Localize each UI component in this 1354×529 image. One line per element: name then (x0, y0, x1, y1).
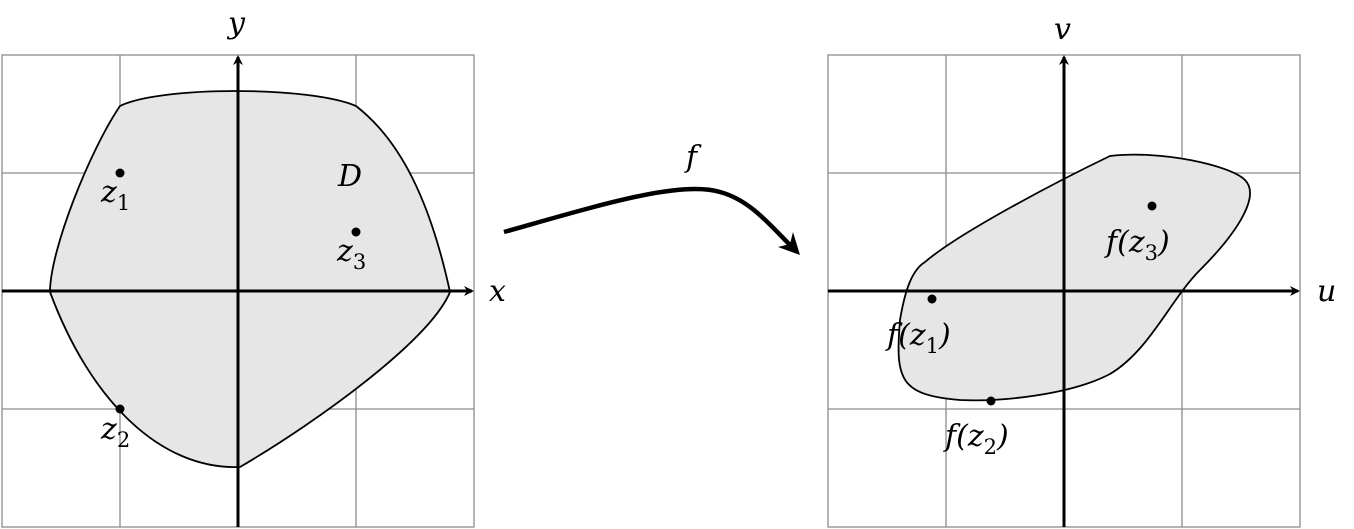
label-z1-base: z (100, 175, 117, 210)
label-f-z1-base: z (909, 318, 926, 353)
region-label: D (337, 159, 362, 194)
right-plane: u v f(z1) f(z2) f(z3) (827, 12, 1336, 528)
mapping-arrowhead-icon (778, 232, 800, 255)
label-z3-base: z (336, 234, 353, 269)
mapping-curve (503, 186, 792, 247)
mapping-arrow: f (503, 140, 800, 255)
point-f-z3 (1147, 201, 1157, 211)
label-z2-sub: 2 (117, 428, 130, 452)
v-axis-label: v (1054, 12, 1071, 47)
label-f-z1-prefix: f( (885, 318, 911, 353)
label-f-z1: f(z1) (885, 318, 951, 358)
label-z1: z1 (100, 175, 130, 215)
label-f-z2: f(z2) (943, 419, 1009, 459)
mapping-label: f (684, 140, 702, 175)
point-f-z2 (986, 396, 996, 406)
point-z3 (351, 227, 361, 237)
image-region (897, 153, 1251, 402)
label-f-z1-sub: 1 (926, 334, 939, 358)
y-axis-label: y (226, 6, 246, 41)
label-f-z2-base: z (967, 419, 984, 454)
label-z2: z2 (100, 412, 130, 452)
label-f-z2-prefix: f( (943, 419, 969, 454)
region-d (49, 90, 451, 468)
label-z2-base: z (100, 412, 117, 447)
label-z3: z3 (336, 234, 366, 274)
label-f-z3-base: z (1128, 225, 1145, 260)
label-f-z3-prefix: f( (1104, 225, 1130, 260)
label-z1-sub: 1 (117, 191, 130, 215)
x-axis-label: x (489, 274, 506, 309)
left-plane: x y D z1 z2 z3 (1, 6, 506, 528)
label-f-z3-sub: 3 (1145, 241, 1158, 265)
point-z2 (115, 404, 125, 414)
label-f-z1-suffix: ) (938, 318, 951, 353)
point-z1 (115, 168, 125, 178)
label-f-z2-suffix: ) (996, 419, 1009, 454)
label-f-z3: f(z3) (1104, 225, 1170, 265)
point-f-z1 (927, 294, 937, 304)
u-axis-label: u (1317, 274, 1336, 309)
label-z3-sub: 3 (353, 250, 366, 274)
label-f-z2-sub: 2 (984, 435, 997, 459)
label-f-z3-suffix: ) (1157, 225, 1170, 260)
